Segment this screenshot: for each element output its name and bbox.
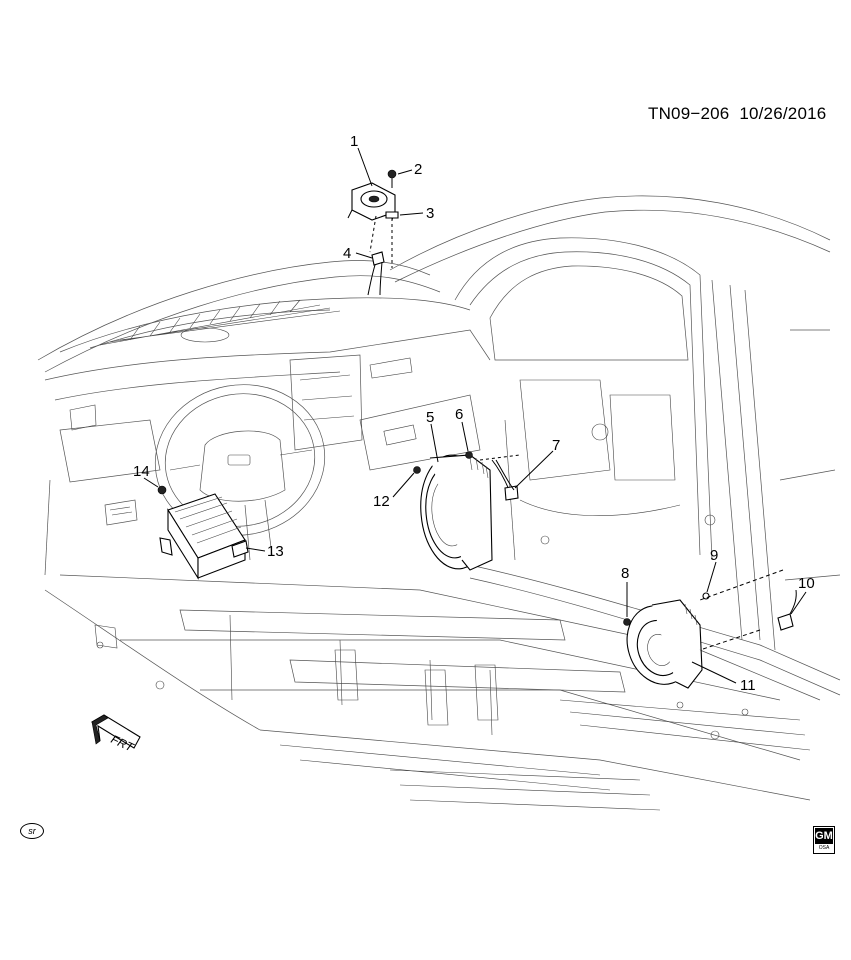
part-14-nut (157, 485, 167, 495)
callout-13: 13 (267, 543, 284, 560)
callout-3: 3 (426, 205, 434, 222)
callout-1: 1 (350, 133, 358, 150)
diagram-date: 10/26/2016 (739, 104, 827, 123)
callout-2: 2 (414, 161, 422, 178)
sr-symbol-icon: sr (20, 823, 44, 839)
gm-logo-icon: GM OSA (813, 826, 835, 854)
floor-pan (44, 574, 821, 811)
callout-9: 9 (710, 547, 718, 564)
diagram-number: TN09−206 (648, 104, 730, 123)
steering-wheel (154, 384, 326, 561)
callout-10: 10 (798, 575, 815, 592)
instrument-panel (44, 297, 491, 576)
front-direction-marker: FRT (91, 714, 141, 755)
part-10-wiring-connector (777, 589, 797, 631)
leader-lines (143, 147, 807, 684)
part-3-clip (385, 211, 399, 219)
part-9-nut (702, 592, 710, 600)
callout-7: 7 (552, 437, 560, 454)
part-12-nut (413, 466, 421, 474)
part-13-radio-amplifier (159, 493, 249, 580)
callout-6: 6 (455, 406, 463, 423)
gm-logo-text: GM (815, 828, 833, 844)
part-6-nut (465, 451, 473, 459)
vehicle-body-outline (37, 195, 841, 696)
diagram-id: TN09−206 10/26/2016 (648, 104, 826, 124)
callout-14: 14 (133, 463, 150, 480)
callout-4: 4 (343, 245, 351, 262)
callout-5: 5 (426, 409, 434, 426)
callout-12: 12 (373, 493, 390, 510)
part-7-wiring-harness (491, 459, 519, 501)
part-2-screw (387, 169, 397, 188)
part-11-rear-door-speaker (626, 599, 703, 689)
part-5-front-door-speaker (420, 454, 493, 571)
part-4-wiring-connector (367, 251, 385, 296)
part-1-tweeter-speaker (347, 182, 396, 221)
callout-labels: 1 2 3 4 5 6 7 8 9 10 11 12 13 14 (133, 133, 815, 694)
callout-11: 11 (740, 677, 756, 694)
gm-logo-subtext: OSA (818, 845, 830, 851)
callout-8: 8 (621, 565, 629, 582)
